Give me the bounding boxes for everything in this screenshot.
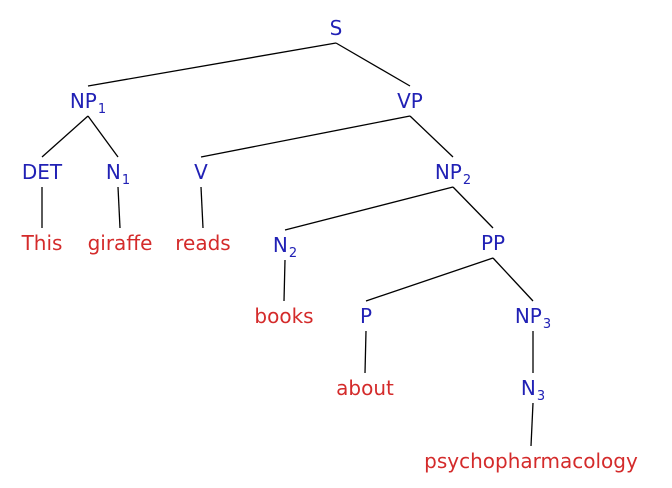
node-p: P	[359, 304, 373, 328]
node-n3: N3	[520, 376, 546, 404]
node-np3: NP3	[514, 304, 552, 332]
node-vp: VP	[397, 89, 423, 113]
edge-vp-np2	[409, 115, 454, 158]
node-n1: N1	[105, 160, 131, 188]
word-about: about	[336, 376, 394, 400]
edge-s-np1	[87, 42, 337, 87]
edge-n2-books	[283, 259, 286, 302]
edge-np2-pp	[452, 186, 494, 229]
edge-np1-n1	[87, 115, 119, 158]
edge-n1-giraffe	[117, 186, 121, 229]
edge-vp-v	[200, 115, 411, 158]
node-np1: NP1	[69, 89, 107, 117]
node-n2: N2	[272, 233, 298, 261]
edge-pp-np3	[492, 257, 534, 302]
node-det: DET	[21, 160, 63, 184]
edge-n3-psycho	[530, 402, 534, 447]
node-v: V	[194, 160, 208, 184]
word-reads: reads	[175, 231, 231, 255]
edge-pp-p	[365, 257, 494, 302]
edge-np1-det	[41, 115, 89, 158]
word-giraffe: giraffe	[87, 231, 153, 255]
node-np2: NP2	[434, 160, 472, 188]
word-this: This	[21, 231, 63, 255]
word-psychopharmacology: psychopharmacology	[424, 449, 638, 473]
node-s: S	[329, 16, 343, 40]
node-pp: PP	[480, 231, 506, 255]
edge-p-about	[364, 330, 367, 374]
edge-v-reads	[200, 186, 204, 229]
edge-np2-n2	[284, 186, 454, 231]
word-books: books	[254, 304, 314, 328]
edge-s-vp	[335, 42, 411, 87]
